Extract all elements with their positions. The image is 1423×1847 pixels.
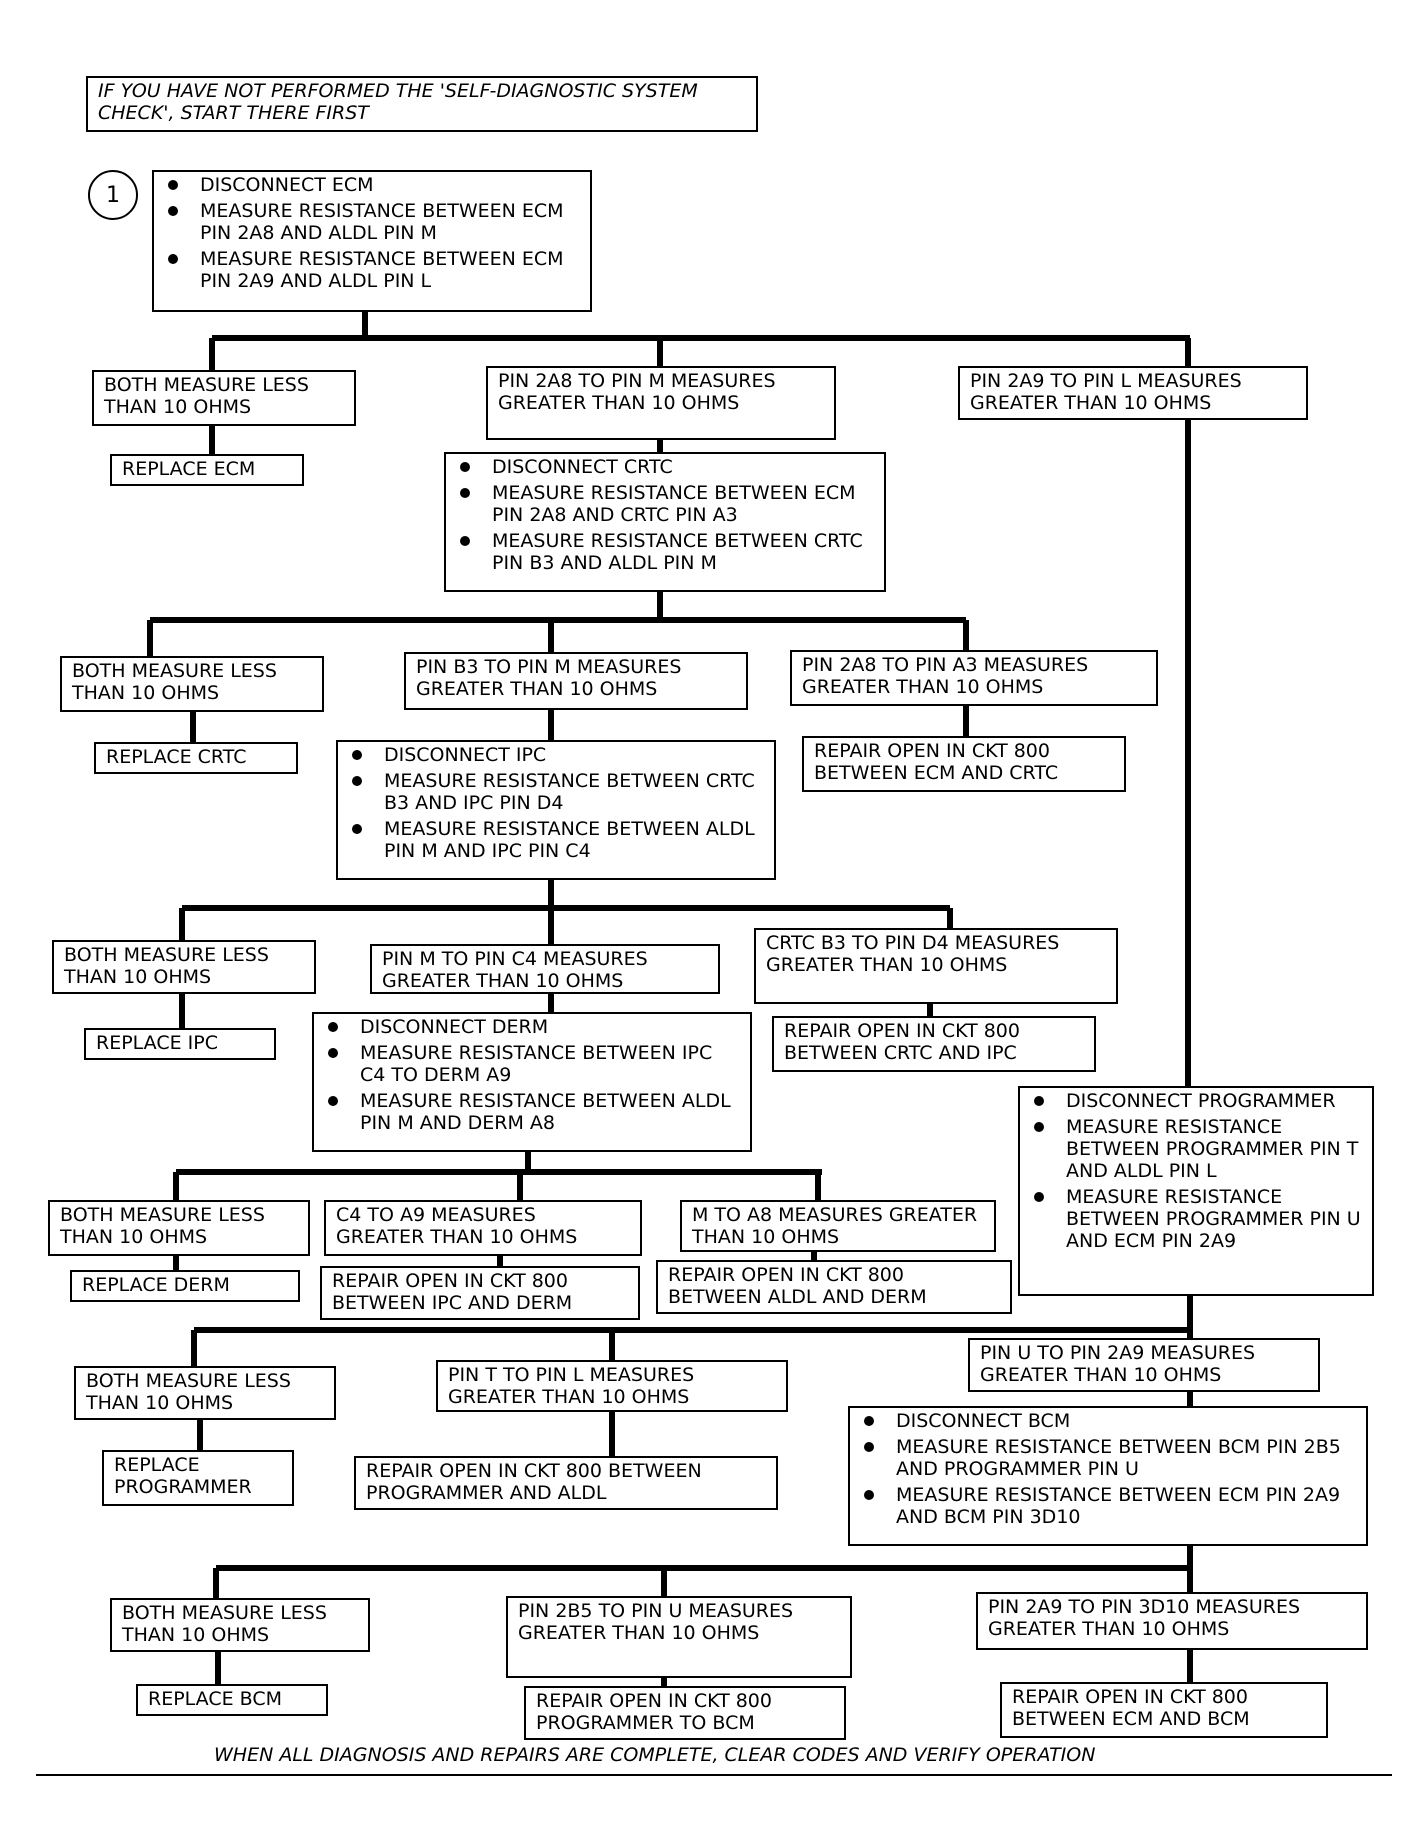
step5-item: DISCONNECT PROGRAMMER — [1030, 1090, 1362, 1112]
result-text: CRTC B3 TO PIN D4 MEASURES GREATER THAN … — [766, 932, 1060, 976]
pint-pinl-greater-box: PIN T TO PIN L MEASURES GREATER THAN 10 … — [436, 1360, 788, 1412]
repair-ecm-bcm-box: REPAIR OPEN IN CKT 800 BETWEEN ECM AND B… — [1000, 1682, 1328, 1738]
step2-item: MEASURE RESISTANCE BETWEEN ECM PIN 2A8 A… — [456, 482, 874, 526]
action-text: REPLACE PROGRAMMER — [114, 1454, 252, 1498]
derm-both-less-box: BOTH MEASURE LESS THAN 10 OHMS — [48, 1200, 310, 1256]
action-text: REPLACE IPC — [96, 1032, 218, 1054]
step2-item: MEASURE RESISTANCE BETWEEN CRTC PIN B3 A… — [456, 530, 874, 574]
result-text: PIN M TO PIN C4 MEASURES GREATER THAN 10… — [382, 948, 648, 992]
step5-item: MEASURE RESISTANCE BETWEEN PROGRAMMER PI… — [1030, 1186, 1362, 1252]
step3-item: MEASURE RESISTANCE BETWEEN ALDL PIN M AN… — [348, 818, 764, 862]
step4-item: DISCONNECT DERM — [324, 1016, 740, 1038]
step3-item: DISCONNECT IPC — [348, 744, 764, 766]
repair-ecm-crtc-box: REPAIR OPEN IN CKT 800 BETWEEN ECM AND C… — [802, 736, 1126, 792]
crtc-both-less-box: BOTH MEASURE LESS THAN 10 OHMS — [60, 656, 324, 712]
step4-instructions: DISCONNECT DERM MEASURE RESISTANCE BETWE… — [312, 1012, 752, 1152]
footer-rule — [36, 1774, 1392, 1776]
action-text: REPAIR OPEN IN CKT 800 BETWEEN CRTC AND … — [784, 1020, 1020, 1064]
repair-programmer-aldl-box: REPAIR OPEN IN CKT 800 BETWEEN PROGRAMME… — [354, 1456, 778, 1510]
step3-instructions: DISCONNECT IPC MEASURE RESISTANCE BETWEE… — [336, 740, 776, 880]
result-text: BOTH MEASURE LESS THAN 10 OHMS — [122, 1602, 327, 1646]
result-text: PIN 2A8 TO PIN A3 MEASURES GREATER THAN … — [802, 654, 1089, 698]
replace-ipc-box: REPLACE IPC — [84, 1028, 276, 1060]
repair-ipc-derm-box: REPAIR OPEN IN CKT 800 BETWEEN IPC AND D… — [320, 1266, 640, 1320]
result-text: BOTH MEASURE LESS THAN 10 OHMS — [72, 660, 277, 704]
step6-item: MEASURE RESISTANCE BETWEEN ECM PIN 2A9 A… — [860, 1484, 1356, 1528]
result-text: PIN T TO PIN L MEASURES GREATER THAN 10 … — [448, 1364, 695, 1408]
result-text: PIN 2B5 TO PIN U MEASURES GREATER THAN 1… — [518, 1600, 794, 1644]
action-text: REPAIR OPEN IN CKT 800 BETWEEN ECM AND B… — [1012, 1686, 1250, 1730]
result-text: M TO A8 MEASURES GREATER THAN 10 OHMS — [692, 1204, 978, 1248]
pin2a9-pin3d10-greater-box: PIN 2A9 TO PIN 3D10 MEASURES GREATER THA… — [976, 1592, 1368, 1650]
step4-item: MEASURE RESISTANCE BETWEEN IPC C4 TO DER… — [324, 1042, 740, 1086]
pinb3-pinm-greater-box: PIN B3 TO PIN M MEASURES GREATER THAN 10… — [404, 652, 748, 710]
replace-programmer-box: REPLACE PROGRAMMER — [102, 1450, 294, 1506]
result-text: PIN 2A9 TO PIN 3D10 MEASURES GREATER THA… — [988, 1596, 1301, 1640]
step2-item: DISCONNECT CRTC — [456, 456, 874, 478]
pin2a9-pinl-greater-box: PIN 2A9 TO PIN L MEASURES GREATER THAN 1… — [958, 366, 1308, 420]
step5-item: MEASURE RESISTANCE BETWEEN PROGRAMMER PI… — [1030, 1116, 1362, 1182]
replace-crtc-box: REPLACE CRTC — [94, 742, 298, 774]
pinu-pin2a9-greater-box: PIN U TO PIN 2A9 MEASURES GREATER THAN 1… — [968, 1338, 1320, 1392]
step1-item: MEASURE RESISTANCE BETWEEN ECM PIN 2A8 A… — [164, 200, 580, 244]
pin2a8-pina3-greater-box: PIN 2A8 TO PIN A3 MEASURES GREATER THAN … — [790, 650, 1158, 706]
ipc-both-less-box: BOTH MEASURE LESS THAN 10 OHMS — [52, 940, 316, 994]
pin2b5-pinu-greater-box: PIN 2B5 TO PIN U MEASURES GREATER THAN 1… — [506, 1596, 852, 1678]
pin2a8-pinm-greater-box: PIN 2A8 TO PIN M MEASURES GREATER THAN 1… — [486, 366, 836, 440]
step6-instructions: DISCONNECT BCM MEASURE RESISTANCE BETWEE… — [848, 1406, 1368, 1546]
action-text: REPAIR OPEN IN CKT 800 BETWEEN ALDL AND … — [668, 1264, 927, 1308]
m-a8-greater-box: M TO A8 MEASURES GREATER THAN 10 OHMS — [680, 1200, 996, 1252]
result-text: PIN 2A8 TO PIN M MEASURES GREATER THAN 1… — [498, 370, 776, 414]
action-text: REPLACE ECM — [122, 458, 256, 480]
repair-crtc-ipc-box: REPAIR OPEN IN CKT 800 BETWEEN CRTC AND … — [772, 1016, 1096, 1072]
footer-instruction: WHEN ALL DIAGNOSIS AND REPAIRS ARE COMPL… — [214, 1744, 1096, 1766]
repair-programmer-bcm-box: REPAIR OPEN IN CKT 800 PROGRAMMER TO BCM — [524, 1686, 846, 1740]
step3-item: MEASURE RESISTANCE BETWEEN CRTC B3 AND I… — [348, 770, 764, 814]
step1-instructions: DISCONNECT ECM MEASURE RESISTANCE BETWEE… — [152, 170, 592, 312]
step6-item: DISCONNECT BCM — [860, 1410, 1356, 1432]
step5-instructions: DISCONNECT PROGRAMMER MEASURE RESISTANCE… — [1018, 1086, 1374, 1296]
result-text: BOTH MEASURE LESS THAN 10 OHMS — [64, 944, 269, 988]
action-text: REPLACE DERM — [82, 1274, 230, 1296]
repair-aldl-derm-box: REPAIR OPEN IN CKT 800 BETWEEN ALDL AND … — [656, 1260, 1012, 1314]
result-text: BOTH MEASURE LESS THAN 10 OHMS — [86, 1370, 291, 1414]
action-text: REPAIR OPEN IN CKT 800 BETWEEN IPC AND D… — [332, 1270, 573, 1314]
result-text: PIN 2A9 TO PIN L MEASURES GREATER THAN 1… — [970, 370, 1242, 414]
result-text: BOTH MEASURE LESS THAN 10 OHMS — [104, 374, 309, 418]
ecm-both-less-box: BOTH MEASURE LESS THAN 10 OHMS — [92, 370, 356, 426]
action-text: REPLACE CRTC — [106, 746, 247, 768]
programmer-both-less-box: BOTH MEASURE LESS THAN 10 OHMS — [74, 1366, 336, 1420]
step2-instructions: DISCONNECT CRTC MEASURE RESISTANCE BETWE… — [444, 452, 886, 592]
bcm-both-less-box: BOTH MEASURE LESS THAN 10 OHMS — [110, 1598, 370, 1652]
action-text: REPLACE BCM — [148, 1688, 283, 1710]
notice-text: IF YOU HAVE NOT PERFORMED THE 'SELF-DIAG… — [98, 80, 698, 124]
notice-box: IF YOU HAVE NOT PERFORMED THE 'SELF-DIAG… — [86, 76, 758, 132]
result-text: BOTH MEASURE LESS THAN 10 OHMS — [60, 1204, 265, 1248]
replace-derm-box: REPLACE DERM — [70, 1270, 300, 1302]
step-number: 1 — [106, 182, 120, 208]
result-text: PIN B3 TO PIN M MEASURES GREATER THAN 10… — [416, 656, 682, 700]
action-text: REPAIR OPEN IN CKT 800 BETWEEN ECM AND C… — [814, 740, 1059, 784]
replace-ecm-box: REPLACE ECM — [110, 454, 304, 486]
step4-item: MEASURE RESISTANCE BETWEEN ALDL PIN M AN… — [324, 1090, 740, 1134]
step1-item: MEASURE RESISTANCE BETWEEN ECM PIN 2A9 A… — [164, 248, 580, 292]
pinm-pinc4-greater-box: PIN M TO PIN C4 MEASURES GREATER THAN 10… — [370, 944, 720, 994]
action-text: REPAIR OPEN IN CKT 800 BETWEEN PROGRAMME… — [366, 1460, 702, 1504]
result-text: PIN U TO PIN 2A9 MEASURES GREATER THAN 1… — [980, 1342, 1256, 1386]
step1-item: DISCONNECT ECM — [164, 174, 580, 196]
crtcb3-pind4-greater-box: CRTC B3 TO PIN D4 MEASURES GREATER THAN … — [754, 928, 1118, 1004]
step-number-circle: 1 — [88, 170, 138, 220]
action-text: REPAIR OPEN IN CKT 800 PROGRAMMER TO BCM — [536, 1690, 772, 1734]
result-text: C4 TO A9 MEASURES GREATER THAN 10 OHMS — [336, 1204, 578, 1248]
replace-bcm-box: REPLACE BCM — [136, 1684, 328, 1716]
c4-a9-greater-box: C4 TO A9 MEASURES GREATER THAN 10 OHMS — [324, 1200, 642, 1256]
step6-item: MEASURE RESISTANCE BETWEEN BCM PIN 2B5 A… — [860, 1436, 1356, 1480]
